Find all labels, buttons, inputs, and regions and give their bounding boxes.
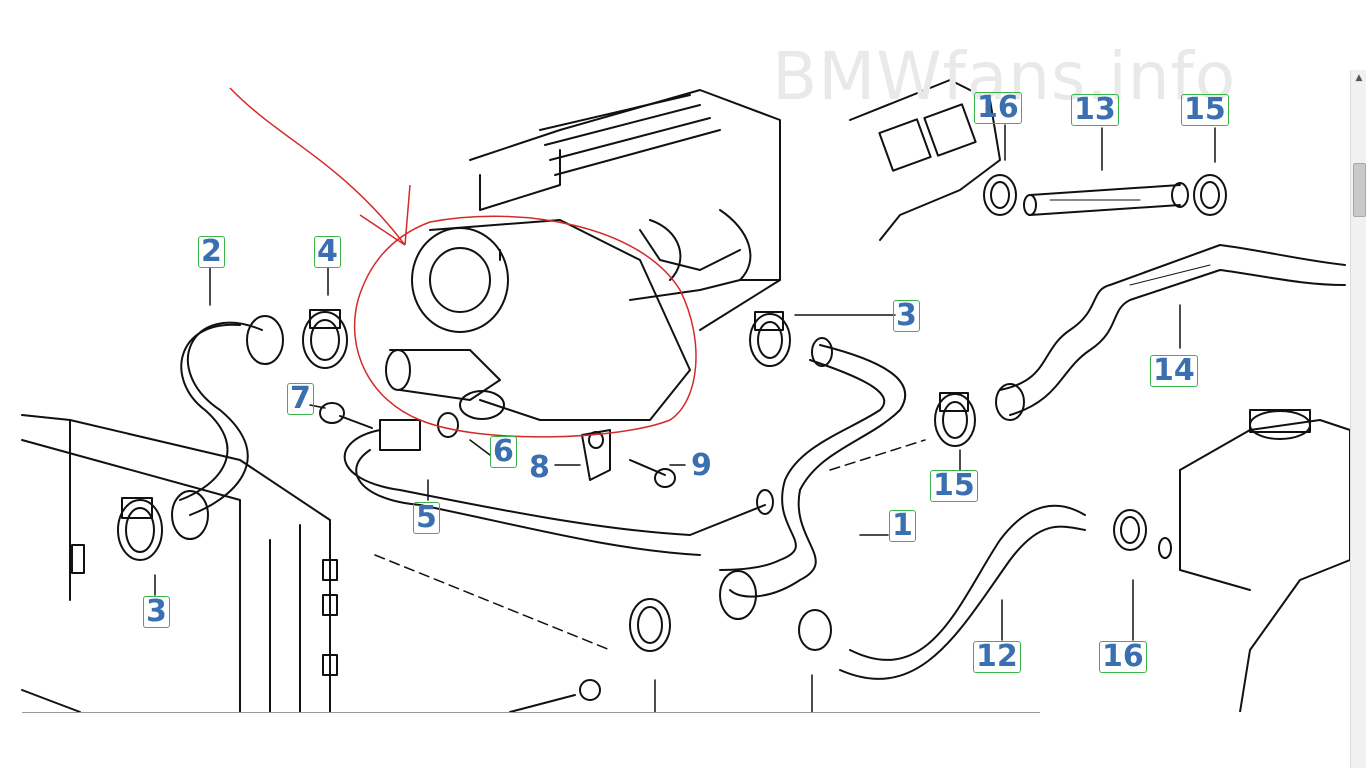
bracket-8 [581,429,611,481]
bolt-9 [629,459,676,488]
engine-block [469,89,781,331]
hose-2 [186,321,263,516]
top-blank-area [0,0,1366,70]
red-annotation [229,87,697,438]
hose-5 [343,429,766,536]
bottom-bolt [509,679,601,713]
annotation-arrow [229,87,406,246]
annotation-circle [353,215,697,438]
clamp-4 [302,309,348,369]
hose-12 [849,504,1086,661]
callout-3-left: 3 [143,596,170,628]
callout-15-mid: 15 [930,470,978,502]
clamp-16-top [983,174,1017,216]
watermark: BMWfans.info [772,38,1237,115]
clamp-3-left [117,497,163,561]
bolt-7 [319,402,373,429]
callout-5: 5 [413,502,440,534]
clamp-15-top [1193,174,1227,216]
water-pump [385,219,691,421]
hose-13 [1029,184,1181,216]
vertical-scrollbar[interactable]: ▲ [1350,70,1366,768]
scroll-up-arrow-icon[interactable]: ▲ [1355,73,1363,83]
clamp-lower [629,598,832,652]
callout-16-top: 16 [974,92,1022,124]
clamp-3-right [749,311,791,367]
callout-1: 1 [889,510,916,542]
radiator [21,414,338,713]
callout-2: 2 [198,236,225,268]
callout-16-bottom: 16 [1099,641,1147,673]
callout-14: 14 [1150,355,1198,387]
callout-13: 13 [1071,94,1119,126]
bottom-blank-area [0,712,1366,768]
hose-1 [729,344,907,598]
callout-15-top: 15 [1181,94,1229,126]
expansion-tank [1158,409,1351,713]
callout-8: 8 [529,450,550,485]
hose-14 [999,244,1346,391]
scroll-thumb[interactable] [1353,163,1366,217]
callout-4: 4 [314,236,341,268]
callout-7: 7 [287,383,314,415]
callout-3-right: 3 [893,300,920,332]
callout-6: 6 [490,436,517,468]
callout-9: 9 [691,448,712,483]
image-bottom-edge [22,712,1040,713]
callout-12: 12 [973,641,1021,673]
clamp-16-bottom [1113,509,1147,551]
clamp-15-mid [934,392,976,447]
